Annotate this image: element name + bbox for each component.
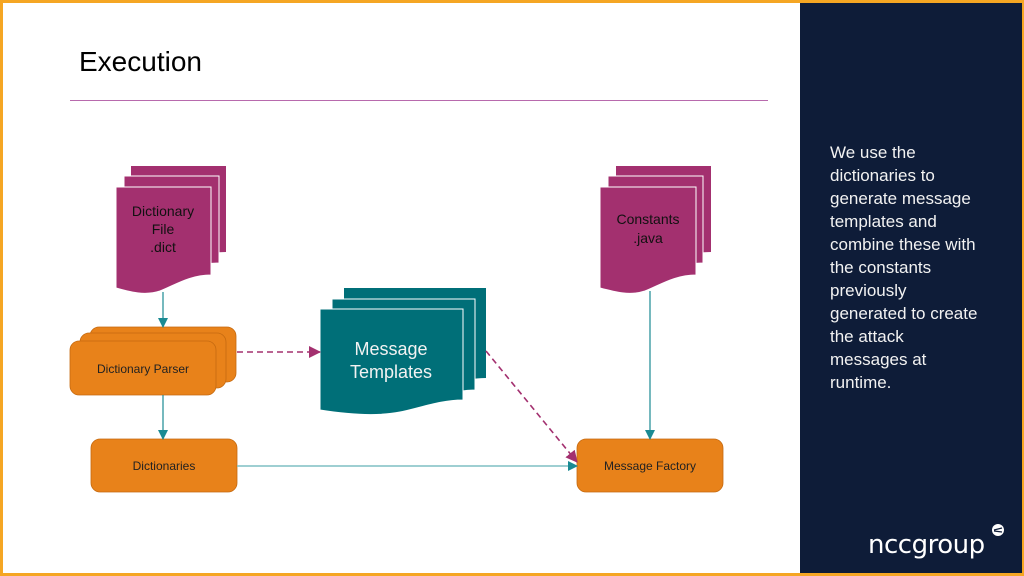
logo-wordmark: nccgroup: [868, 530, 985, 560]
side-text-line: generate message: [830, 189, 971, 208]
document-page-front: [115, 186, 212, 294]
document-page-front: [319, 308, 464, 416]
flow-diagram: Dictionary File .dict Constants .java Me…: [69, 166, 724, 493]
message-templates-label-2: Templates: [350, 362, 432, 382]
nccgroup-logo: nccgroup: [868, 524, 1004, 560]
logo-mark-icon: [992, 524, 1004, 536]
side-text-line: generated to create: [830, 304, 978, 323]
dictionary-file-label-3: .dict: [150, 239, 176, 255]
dictionaries-node: Dictionaries: [90, 438, 238, 493]
side-text-line: dictionaries to: [830, 166, 935, 185]
process-card-front: [69, 340, 217, 396]
message-factory-node: Message Factory: [576, 438, 724, 493]
message-templates-node: Message Templates: [319, 288, 486, 416]
constants-label-1: Constants: [616, 211, 679, 227]
dictionary-parser-label: Dictionary Parser: [97, 362, 189, 376]
dictionary-file-node: Dictionary File .dict: [115, 166, 226, 294]
constants-label-2: .java: [633, 230, 663, 246]
side-text-line: We use the: [830, 143, 916, 162]
message-factory-label: Message Factory: [604, 459, 696, 473]
document-page-front: [599, 186, 697, 294]
side-text-line: the constants: [830, 258, 932, 277]
dictionary-file-label-2: File: [152, 221, 175, 237]
side-text-line: runtime.: [830, 373, 892, 392]
dictionary-parser-node: Dictionary Parser: [69, 326, 237, 396]
arrow-templates-to-factory: [485, 350, 578, 463]
constants-node: Constants .java: [599, 166, 711, 294]
side-panel-text: We use the dictionaries to generate mess…: [830, 141, 1010, 394]
title-divider: [70, 100, 768, 101]
slide-title: Execution: [79, 46, 202, 77]
dictionary-file-label-1: Dictionary: [132, 203, 194, 219]
side-text-line: messages at: [830, 350, 927, 369]
side-text-line: the attack: [830, 327, 904, 346]
side-text-line: previously: [830, 281, 907, 300]
side-panel: [800, 0, 1024, 576]
side-text-line: combine these with: [830, 235, 976, 254]
message-templates-label-1: Message: [354, 339, 427, 359]
dictionaries-label: Dictionaries: [133, 459, 196, 473]
side-text-line: templates and: [830, 212, 937, 231]
